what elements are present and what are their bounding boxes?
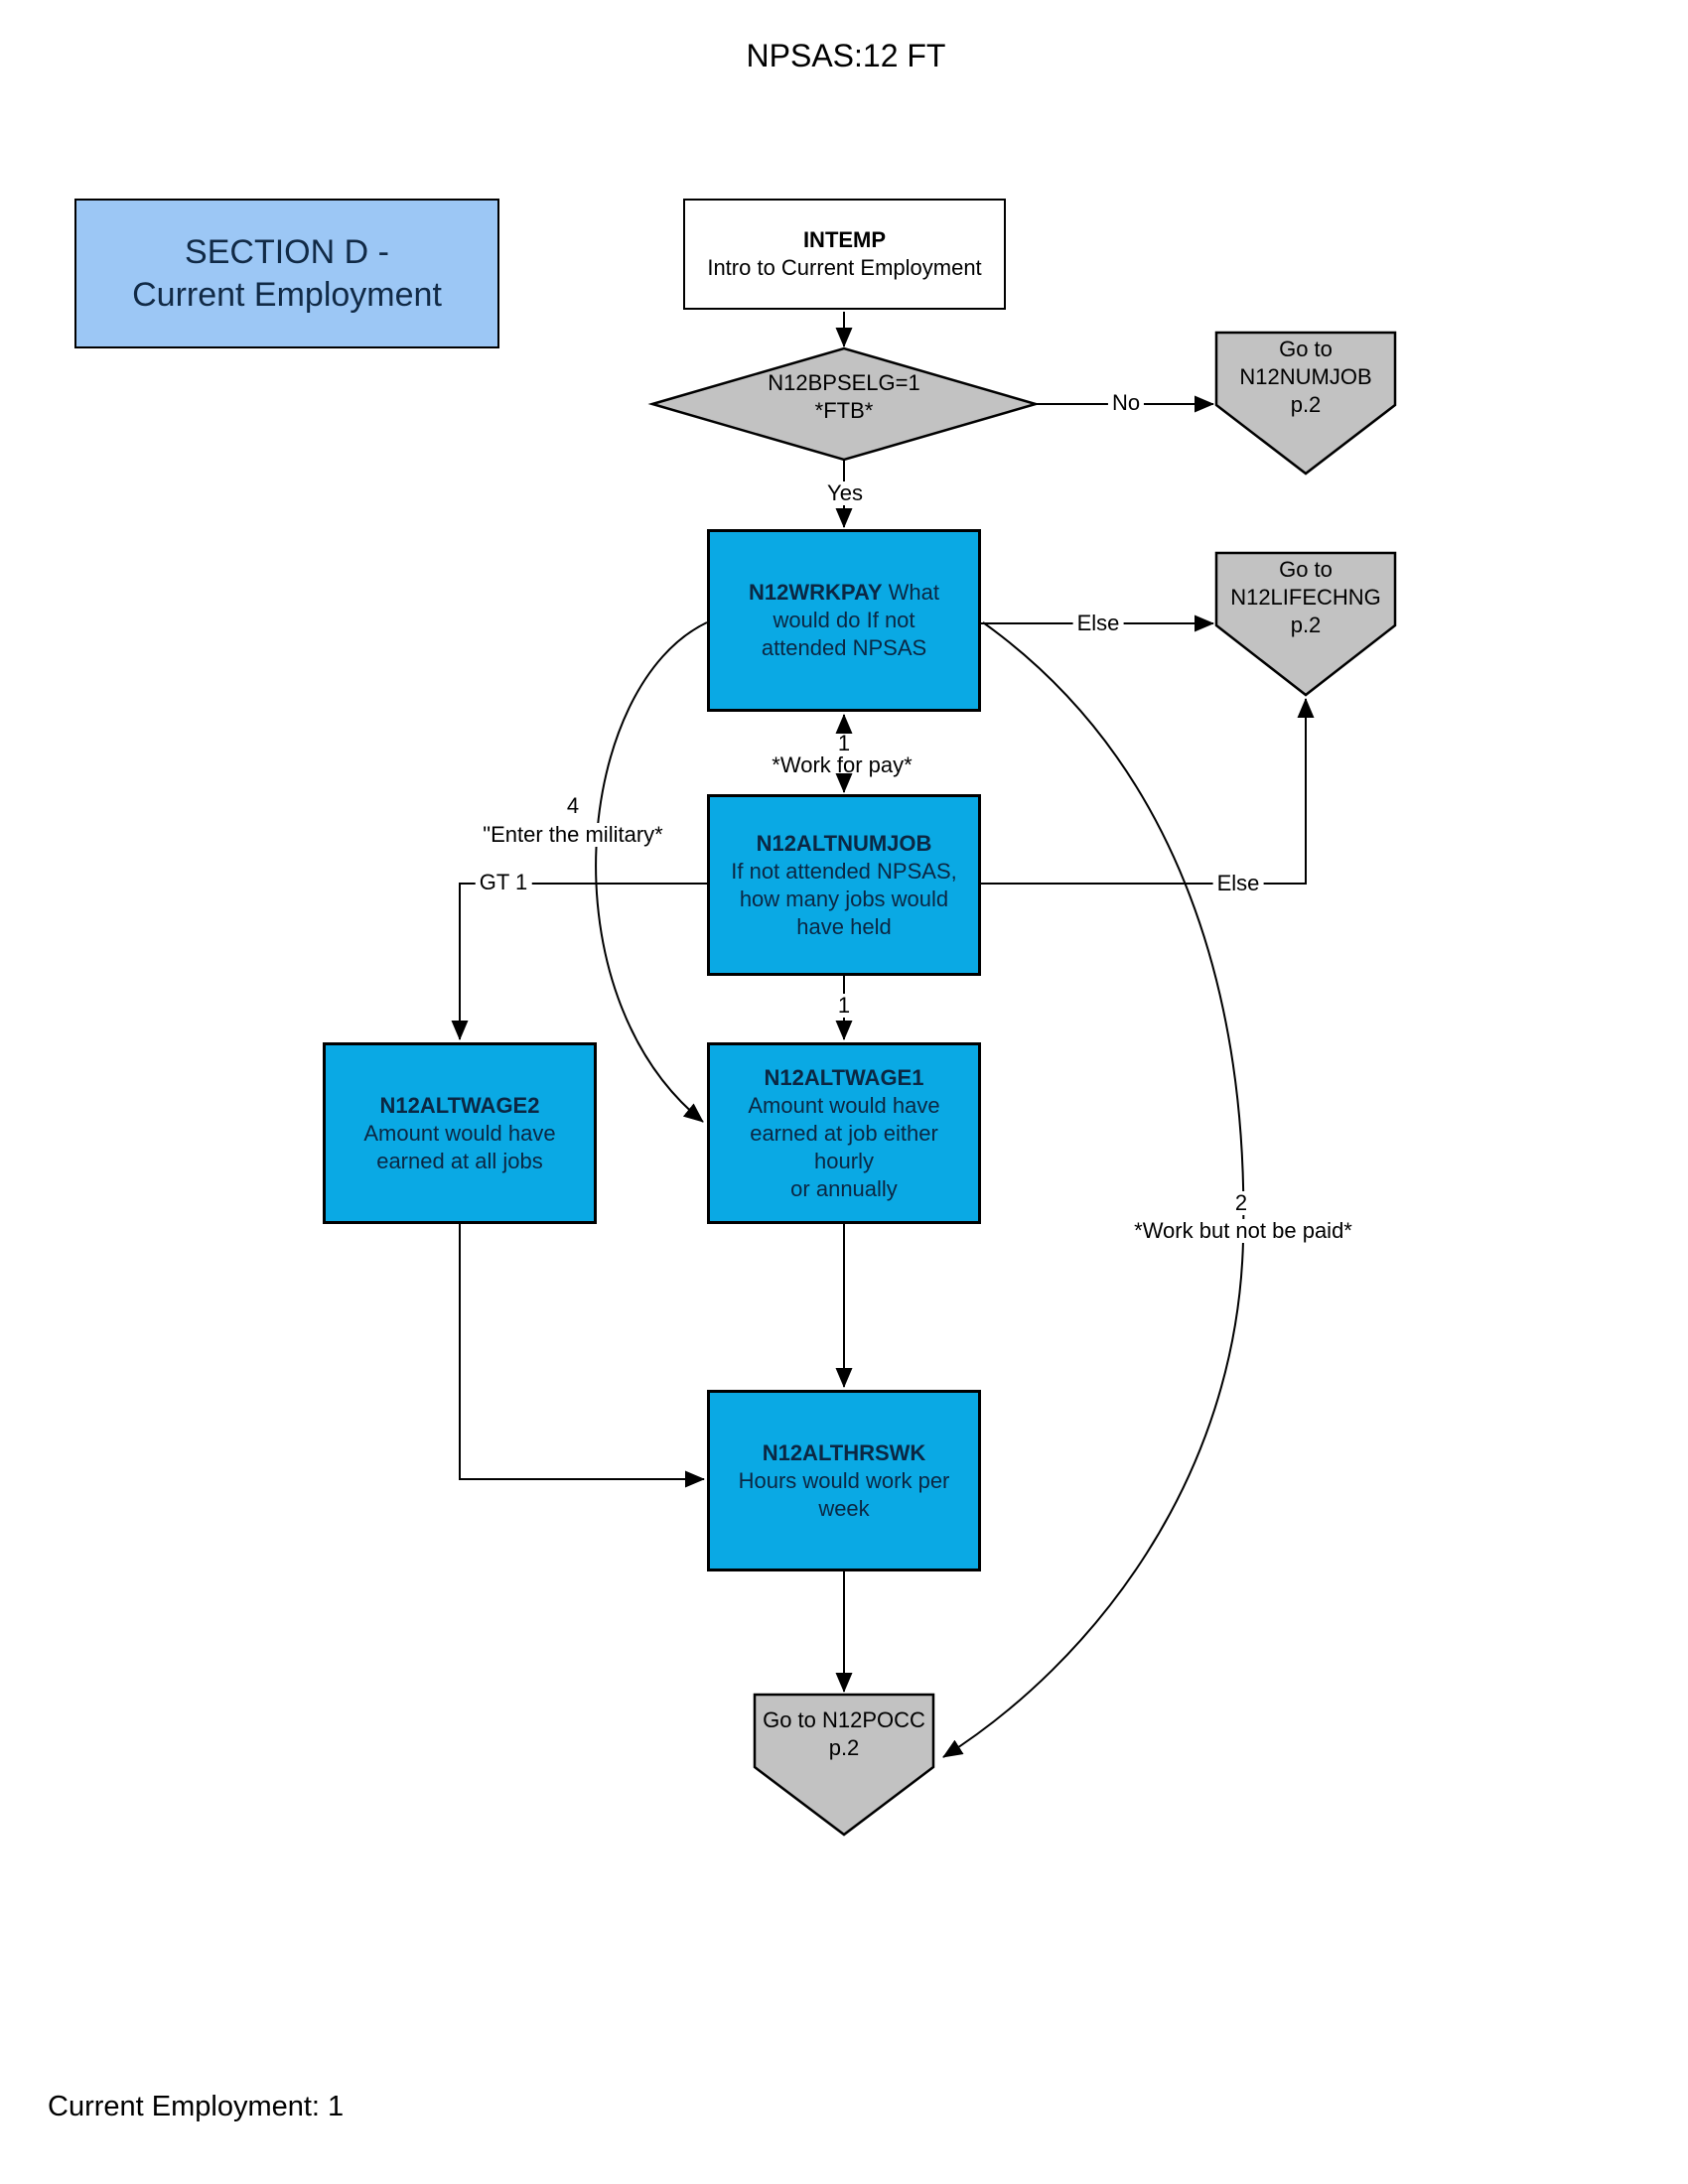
- goto-n12lifechng-line3: p.2: [1290, 613, 1322, 637]
- decision-n12bpselg-label: N12BPSELG=1 *FTB*: [652, 369, 1036, 425]
- node-intemp-title: INTEMP: [802, 227, 887, 252]
- edge-label-yes: Yes: [823, 481, 867, 505]
- node-n12altnumjob-desc: If not attended NPSAS, how many jobs wou…: [731, 858, 957, 939]
- goto-n12numjob-line3: p.2: [1290, 392, 1322, 417]
- edge-altnumjob-else-to-lifechng: [981, 698, 1315, 885]
- decision-line1: N12BPSELG=1: [768, 370, 920, 395]
- node-intemp-desc: Intro to Current Employment: [707, 255, 982, 280]
- section-line1: SECTION D -: [185, 232, 389, 271]
- section-label: SECTION D - Current Employment: [74, 199, 499, 348]
- edge-altnumjob-gt1-to-altwage2: [451, 883, 707, 1040]
- edge-label-else-altnumjob: Else: [1212, 872, 1264, 895]
- edge-label-gt1: GT 1: [475, 871, 532, 894]
- goto-n12numjob-label: Go to N12NUMJOB p.2: [1218, 336, 1393, 419]
- footer-text: Current Employment: 1: [48, 2091, 345, 2122]
- goto-n12lifechng-shape: [1214, 551, 1397, 697]
- goto-n12pocc-label: Go to N12POCC p.2: [743, 1706, 945, 1762]
- edge-label-unpaid-num: 2: [1230, 1191, 1252, 1215]
- edge-label-no: No: [1107, 391, 1145, 415]
- goto-n12numjob-line2: N12NUMJOB: [1239, 364, 1372, 389]
- node-n12althrswk-desc: Hours would work per week: [738, 1467, 950, 1521]
- goto-n12pocc-shape: [753, 1693, 935, 1837]
- edge-label-enter-military: "Enter the military*: [479, 823, 667, 847]
- edge-label-jobs-num: 1: [833, 994, 855, 1018]
- goto-n12numjob-line1: Go to: [1279, 337, 1333, 361]
- goto-n12pocc-line1: Go to N12POCC: [763, 1707, 925, 1732]
- page-title: NPSAS:12 FT: [746, 38, 946, 73]
- node-n12altwage2-title: N12ALTWAGE2: [379, 1092, 540, 1118]
- edge-label-work-not-paid: *Work but not be paid*: [1130, 1219, 1356, 1243]
- goto-n12lifechng-line1: Go to: [1279, 557, 1333, 582]
- edge-wrkpay-unpaid-to-pocc: [942, 621, 1245, 1758]
- goto-n12lifechng-label: Go to N12LIFECHNG p.2: [1218, 556, 1393, 639]
- goto-n12pocc-line2: p.2: [828, 1735, 860, 1760]
- decision-line2: *FTB*: [814, 398, 874, 423]
- node-n12wrkpay-title: N12WRKPAY: [749, 580, 883, 605]
- edge-label-else-wrkpay: Else: [1072, 612, 1124, 635]
- node-n12althrswk-title: N12ALTHRSWK: [762, 1439, 926, 1465]
- goto-n12lifechng-line2: N12LIFECHNG: [1230, 585, 1381, 610]
- edge-label-pay-num: 1: [837, 731, 851, 755]
- goto-n12numjob-shape: [1214, 331, 1397, 476]
- node-n12altnumjob-title: N12ALTNUMJOB: [756, 830, 932, 856]
- edge-altwage2-to-althrswk: [459, 1224, 705, 1488]
- node-n12altwage1-title: N12ALTWAGE1: [764, 1064, 924, 1090]
- node-n12altwage1-desc: Amount would have earned at job either h…: [748, 1092, 940, 1201]
- edge-label-work-for-pay: *Work for pay*: [772, 752, 913, 777]
- node-n12wrkpay-desc: What would do If not attended NPSAS: [761, 580, 939, 660]
- node-n12altwage2-desc: Amount would have earned at all jobs: [363, 1120, 556, 1173]
- section-line2: Current Employment: [132, 275, 442, 314]
- node-intemp: INTEMP Intro to Current Employment: [683, 199, 1006, 310]
- edge-wrkpay-military-to-altwage1: [595, 621, 708, 1123]
- edge-label-military-num: 4: [562, 794, 584, 818]
- node-n12wrkpay: N12WRKPAY What would do If not attended …: [707, 529, 981, 712]
